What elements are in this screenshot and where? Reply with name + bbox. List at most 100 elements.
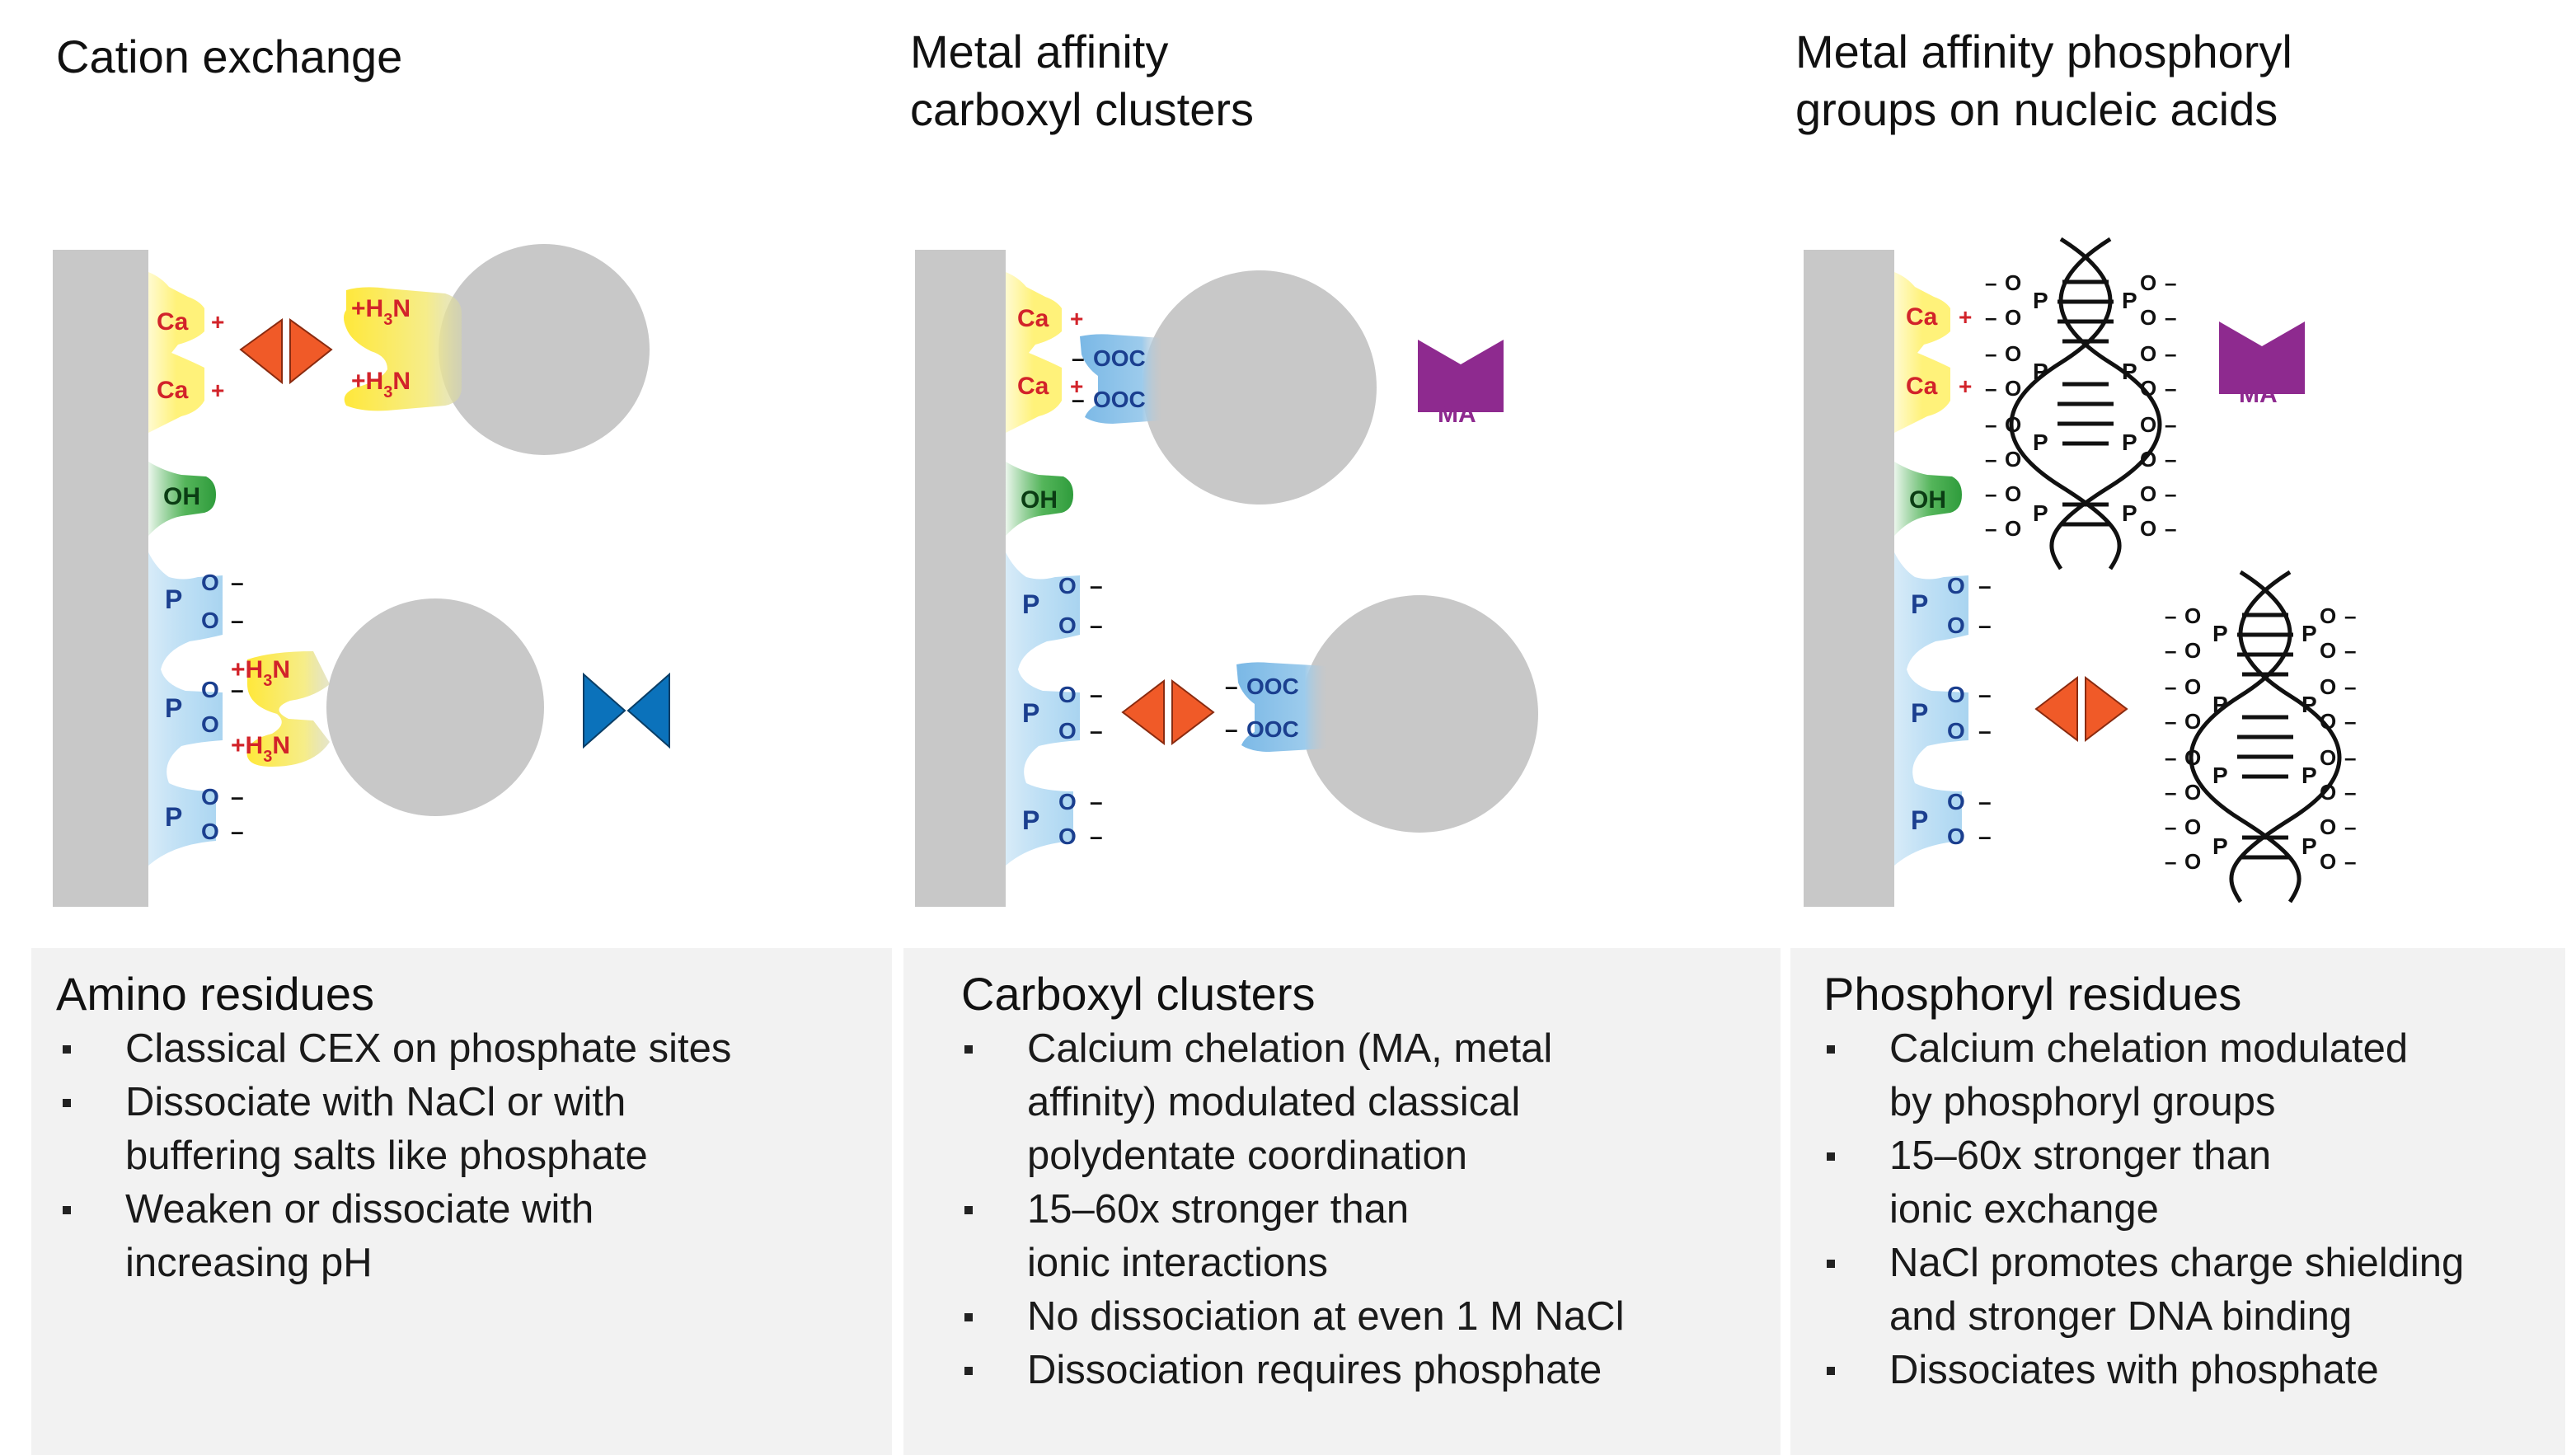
- phosphorus-label: P: [1911, 805, 1928, 835]
- calcium-charge: +: [1959, 373, 1972, 399]
- charge-minus: –: [2165, 814, 2176, 839]
- resin-surface: [915, 250, 1006, 907]
- amine-glow: [246, 651, 330, 767]
- oxygen-label: O: [2140, 412, 2156, 437]
- metal-affinity-label: MA: [2239, 381, 2278, 408]
- charge-minus: –: [1072, 387, 1085, 412]
- phosphorus-label: P: [1022, 589, 1039, 619]
- oxygen-label: O: [1947, 682, 1965, 707]
- carboxyl-label: OOC: [1093, 345, 1146, 371]
- charge-minus: –: [2165, 516, 2176, 541]
- charge-minus: –: [2344, 603, 2356, 628]
- oxygen-label: O: [2005, 376, 2021, 401]
- metal-affinity-label: MA: [1438, 401, 1476, 428]
- charge-minus: –: [1985, 376, 1997, 401]
- oxygen-label: O: [2184, 780, 2201, 805]
- bullet-item: Dissociation requires phosphate: [964, 1344, 1624, 1397]
- charge-minus: –: [2165, 674, 2176, 699]
- hydroxyl-label: OH: [163, 483, 200, 510]
- panel-heading: Phosphoryl residues: [1823, 968, 2242, 1020]
- oxygen-label: O: [2320, 745, 2336, 770]
- charge-minus: –: [2165, 305, 2176, 330]
- phosphorus-label: P: [2212, 763, 2228, 788]
- orange-arrow-right: [1171, 678, 1215, 746]
- phosphorus-label: P: [165, 802, 182, 832]
- charge-minus: –: [231, 677, 244, 702]
- charge-minus: –: [2165, 638, 2176, 663]
- oxygen-label: O: [2140, 305, 2156, 330]
- amine-label: +H3N: [231, 656, 290, 690]
- oxygen-label: O: [201, 608, 219, 633]
- oxygen-label: O: [201, 677, 219, 702]
- column-2-diagram: Ca + Ca + – OOC – OOC MA OH P O O – – P …: [915, 250, 1538, 907]
- phosphorus-label: P: [2302, 692, 2317, 717]
- protein-globule: [326, 598, 544, 816]
- calcium-charge: +: [211, 309, 224, 335]
- charge-minus: –: [1225, 716, 1238, 742]
- charge-minus: –: [2165, 481, 2176, 506]
- charge-minus: –: [1985, 481, 1997, 506]
- blue-arrow-right: [583, 672, 626, 749]
- oxygen-label: O: [1058, 824, 1077, 849]
- phosphate-site-glow: [1006, 552, 1080, 866]
- charge-minus: –: [1985, 270, 1997, 295]
- amine-glow: [344, 287, 462, 411]
- charge-minus: –: [1985, 412, 1997, 437]
- oxygen-label: O: [1058, 789, 1077, 814]
- oxygen-label: O: [2140, 270, 2156, 295]
- bullet-item: Dissociate with NaCl or with buffering s…: [63, 1076, 731, 1183]
- charge-minus: –: [2165, 341, 2176, 366]
- charge-minus: –: [2344, 814, 2356, 839]
- amine-label: +H3N: [231, 732, 290, 766]
- dna-double-helix: [2009, 237, 2162, 570]
- phosphorus-label: P: [2122, 500, 2137, 526]
- phosphorus-label: P: [2122, 288, 2137, 313]
- charge-minus: –: [2165, 745, 2176, 770]
- oxygen-label: O: [2005, 516, 2021, 541]
- bullet-list: Calcium chelation (MA, metal affinity) m…: [964, 1022, 1624, 1397]
- panel-heading: Amino residues: [56, 968, 374, 1020]
- charge-minus: –: [2165, 780, 2176, 805]
- oxygen-label: O: [2320, 638, 2336, 663]
- oxygen-label: O: [1058, 613, 1077, 638]
- charge-minus: –: [1978, 718, 1992, 744]
- oxygen-label: O: [2320, 674, 2336, 699]
- phosphate-site-glow: [148, 552, 223, 866]
- oxygen-label: O: [2184, 709, 2201, 734]
- oxygen-label: O: [1947, 613, 1965, 638]
- phosphorus-label: P: [2212, 692, 2228, 717]
- oxygen-label: O: [2140, 481, 2156, 506]
- charge-minus: –: [2344, 674, 2356, 699]
- panel-carboxyl-clusters: Carboxyl clusters Calcium chelation (MA,…: [903, 948, 1781, 1455]
- calcium-charge: +: [1070, 373, 1083, 399]
- panel-phosphoryl-residues: Phosphoryl residues Calcium chelation mo…: [1790, 948, 2565, 1455]
- oxygen-label: O: [1947, 718, 1965, 744]
- calcium-label: Ca: [1906, 303, 1938, 331]
- carboxyl-label: OOC: [1093, 387, 1146, 412]
- carboxyl-glow: [1080, 334, 1162, 424]
- dna-phosphate-labels: – O – O P – O – O P – O – O P – O – O P …: [2165, 603, 2356, 874]
- hydroxyl-label: OH: [1909, 486, 1946, 514]
- column-1-diagram: Ca + Ca + OH P O O – – P O O – P O O – –…: [53, 244, 670, 907]
- bullet-item: Calcium chelation (MA, metal affinity) m…: [964, 1022, 1624, 1183]
- oxygen-label: O: [2005, 341, 2021, 366]
- orange-arrow-right: [2085, 675, 2128, 743]
- oxygen-label: O: [2320, 814, 2336, 839]
- charge-minus: –: [1978, 613, 1992, 638]
- phosphorus-label: P: [2302, 763, 2317, 788]
- protein-globule: [1143, 270, 1377, 505]
- phosphorus-label: P: [165, 693, 182, 723]
- panel-heading: Carboxyl clusters: [961, 968, 1316, 1020]
- column-3-diagram: Ca + Ca + OH P O O – – P O O – – P O O –…: [1804, 237, 2356, 907]
- oxygen-label: O: [2184, 849, 2201, 874]
- title-metal-affinity-phosphoryl: Metal affinity phosphoryl groups on nucl…: [1795, 26, 2292, 135]
- charge-minus: –: [1985, 447, 1997, 472]
- phosphorus-label: P: [2033, 288, 2048, 313]
- bullet-item: No dissociation at even 1 M NaCl: [964, 1290, 1624, 1344]
- charge-minus: –: [231, 570, 244, 595]
- oxygen-label: O: [2320, 603, 2336, 628]
- hydroxyl-site-glow: [1006, 462, 1073, 536]
- calcium-charge: +: [1959, 304, 1972, 330]
- charge-minus: –: [1090, 718, 1103, 744]
- orange-arrow-left: [1121, 678, 1165, 746]
